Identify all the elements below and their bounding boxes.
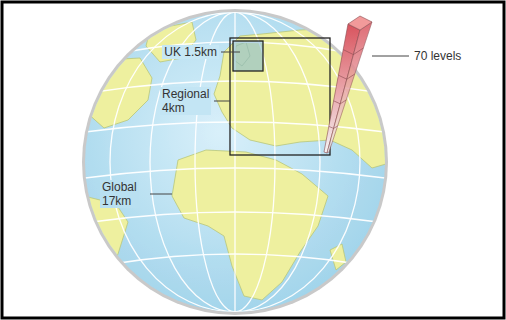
levels-label: 70 levels bbox=[412, 49, 463, 63]
regional-domain bbox=[230, 38, 330, 155]
frame bbox=[2, 2, 504, 318]
global-label: Global 17km bbox=[100, 180, 139, 208]
levels-column bbox=[324, 16, 372, 153]
uk-domain bbox=[233, 41, 263, 71]
regional-label: Regional 4km bbox=[160, 87, 211, 115]
leader-lines bbox=[150, 52, 409, 194]
grid-lines bbox=[85, 10, 385, 314]
uk-label: UK 1.5km bbox=[162, 45, 219, 59]
globe-rim bbox=[82, 9, 388, 315]
